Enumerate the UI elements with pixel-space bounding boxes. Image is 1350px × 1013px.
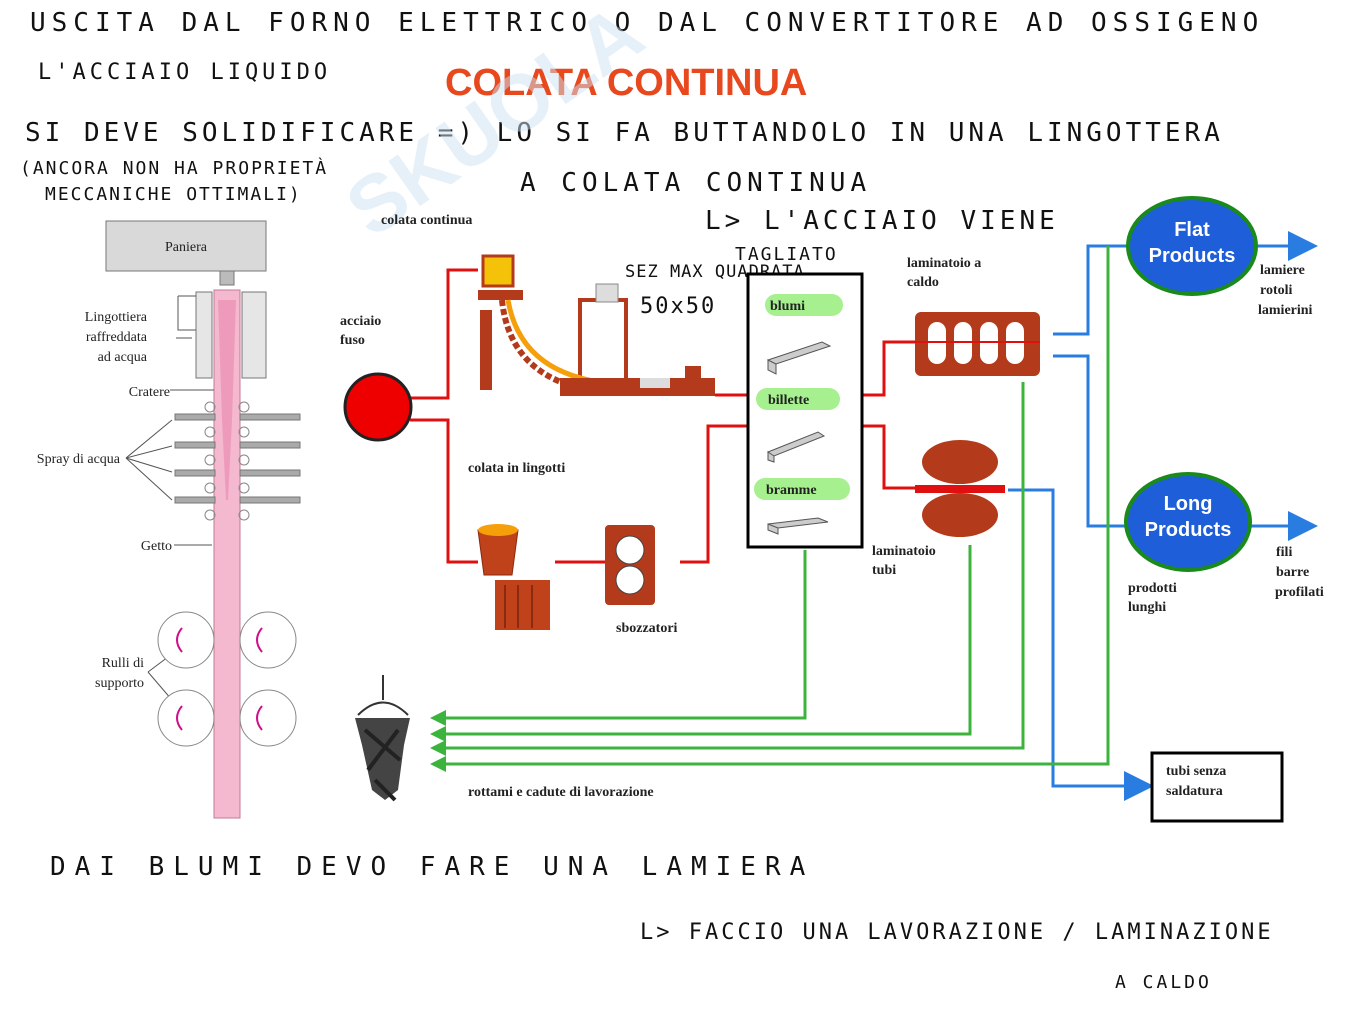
sbozzatori-label: sbozzatori: [616, 621, 678, 636]
lamiere-label-3: lamierini: [1258, 303, 1313, 318]
rottami-label: rottami e cadute di lavorazione: [468, 785, 654, 800]
lingottiera-label-3: ad acqua: [98, 350, 148, 365]
tubi-label-1: tubi senza: [1166, 764, 1226, 779]
blumi-label: blumi: [770, 299, 805, 314]
sbozzatori-machine: [605, 525, 655, 605]
scrap-icon: [355, 675, 410, 800]
bramme-label: bramme: [766, 483, 817, 498]
lingottiera-label-2: raffreddata: [86, 330, 148, 345]
lam-tubi-label-2: tubi: [872, 563, 896, 578]
continuous-casting-figure: Paniera: [37, 221, 300, 818]
fili-label-3: profilati: [1275, 585, 1324, 600]
ingot-casting-machine: [478, 524, 550, 630]
acciaio-fuso-circle: [345, 374, 411, 440]
acciaio-label-1: acciaio: [340, 314, 381, 329]
colata-lingotti-label: colata in lingotti: [468, 461, 565, 476]
cratere-label: Cratere: [129, 385, 170, 400]
spray-label: Spray di acqua: [37, 452, 121, 467]
lam-caldo-label-1: laminatoio a: [907, 256, 981, 271]
lingottiera-label-1: Lingottiera: [85, 310, 148, 325]
rulli-label-2: supporto: [95, 676, 144, 691]
green-arrowheads: [430, 710, 446, 772]
acciaio-label-2: fuso: [340, 333, 365, 348]
lamiere-label-1: lamiere: [1260, 263, 1305, 278]
prodotti-label-2: lunghi: [1128, 600, 1166, 615]
colata-continua-label: colata continua: [381, 213, 472, 228]
lam-caldo-label-2: caldo: [907, 275, 939, 290]
rulli-label-1: Rulli di: [102, 656, 145, 671]
prodotti-label-1: prodotti: [1128, 581, 1177, 596]
hot-rolling-mill: [915, 312, 1040, 376]
billette-label: billette: [768, 393, 809, 408]
paniera-label: Paniera: [165, 240, 208, 255]
tube-rolling-mill: [915, 440, 1005, 537]
fili-label-1: fili: [1276, 545, 1292, 560]
fili-label-2: barre: [1276, 565, 1309, 580]
lam-tubi-label-1: laminatoio: [872, 544, 936, 559]
flat-label-2: Products: [1149, 245, 1236, 267]
getto-label: Getto: [141, 539, 172, 554]
long-label-1: Long: [1164, 493, 1213, 515]
flat-label-1: Flat: [1174, 219, 1210, 241]
lamiere-label-2: rotoli: [1260, 283, 1293, 298]
continuous-caster-machine: [478, 256, 715, 396]
tubi-label-2: saldatura: [1166, 784, 1223, 799]
long-label-2: Products: [1145, 519, 1232, 541]
